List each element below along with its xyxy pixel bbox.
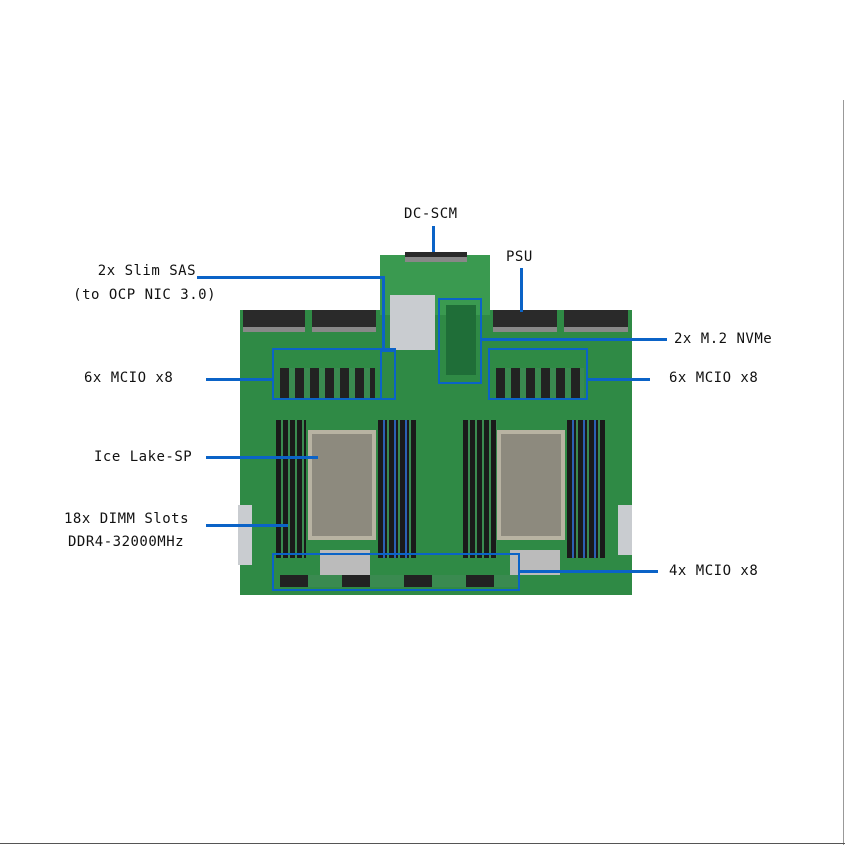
page-border-right [843, 100, 844, 845]
cpu-socket-1 [308, 430, 376, 540]
connector [312, 310, 376, 332]
dc-scm-connector [405, 252, 467, 262]
connector [243, 310, 305, 332]
heatsink [238, 505, 252, 565]
label-dc-scm: DC-SCM [404, 206, 458, 222]
dimm-slots [276, 420, 306, 558]
callout-line-mcio-left [206, 378, 274, 381]
callout-box-mcio-bottom [272, 553, 520, 591]
callout-box-m2 [438, 298, 482, 384]
label-dimm: 18x DIMM Slots [64, 511, 190, 527]
dimm-slots [378, 420, 416, 558]
callout-box-mcio-right [488, 348, 588, 400]
callout-box-mcio-left [272, 348, 396, 400]
cpu-socket-2 [497, 430, 565, 540]
mcio-connectors-right [496, 368, 584, 398]
callout-line-psu [520, 268, 523, 312]
psu-connector [493, 310, 557, 332]
callout-box-slim-sas [380, 350, 396, 400]
label-cpu: Ice Lake-SP [94, 449, 193, 465]
label-dimm-type: DDR4-32000MHz [68, 534, 185, 550]
callout-line-cpu [206, 456, 318, 459]
label-mcio-bottom: 4x MCIO x8 [669, 563, 759, 579]
callout-line-slim-sas [197, 276, 384, 279]
connector [564, 310, 628, 332]
callout-line-slim-sas [382, 276, 385, 352]
m2-module [446, 305, 476, 375]
callout-line-m2 [480, 338, 667, 341]
callout-line-dimm [206, 524, 288, 527]
callout-line-dc-scm [432, 226, 435, 252]
label-slim-sas-note: (to OCP NIC 3.0) [73, 287, 216, 303]
heatsink [618, 505, 632, 555]
heatsink [390, 295, 435, 350]
page-border-bottom [0, 843, 845, 844]
dimm-slots [567, 420, 605, 558]
label-mcio-left: 6x MCIO x8 [84, 370, 174, 386]
label-mcio-right: 6x MCIO x8 [669, 370, 759, 386]
mcio-connectors-bottom [280, 575, 518, 587]
mcio-connectors-left [280, 368, 375, 398]
label-slim-sas: 2x Slim SAS [97, 263, 196, 279]
label-psu: PSU [506, 249, 533, 265]
label-m2: 2x M.2 NVMe [674, 331, 773, 347]
dimm-slots [463, 420, 497, 558]
callout-line-mcio-bottom [520, 570, 658, 573]
callout-line-mcio-right [588, 378, 650, 381]
